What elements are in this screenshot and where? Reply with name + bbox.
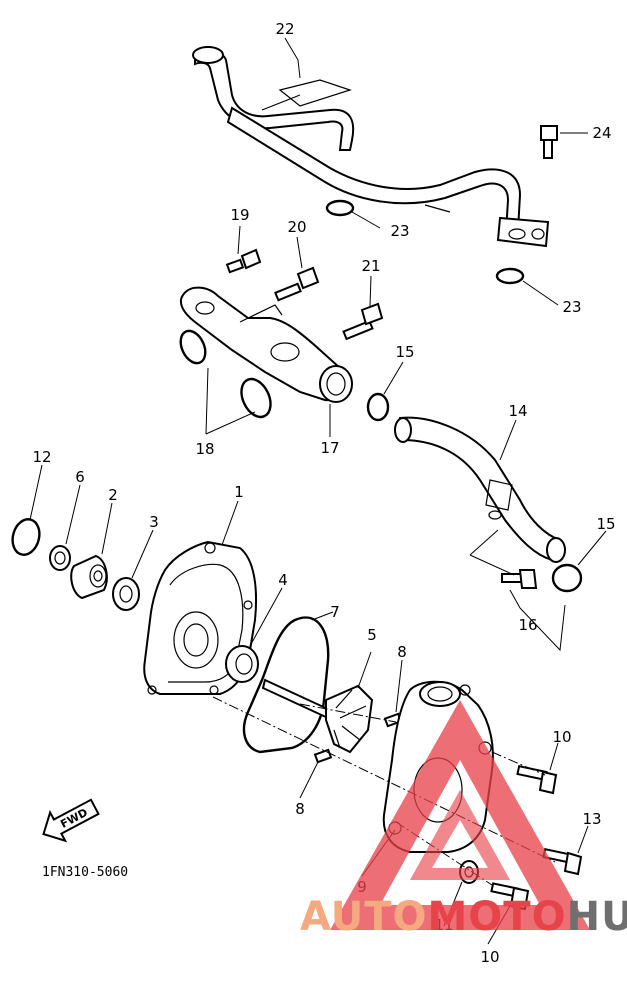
callout-labels: 22 24 23 23 19 20 21 15 18 17 14 12 6 2 … bbox=[32, 20, 615, 966]
callout-17: 17 bbox=[320, 439, 339, 457]
callout-21: 21 bbox=[361, 257, 380, 275]
forward-direction-arrow: FWD bbox=[42, 798, 100, 843]
part-5-impeller bbox=[261, 678, 374, 754]
callout-1: 1 bbox=[234, 483, 244, 501]
part-15-o-ring-lower bbox=[551, 563, 583, 593]
callout-18: 18 bbox=[195, 440, 214, 458]
watermark-moto: MOTO bbox=[428, 894, 567, 940]
callout-6: 6 bbox=[75, 468, 85, 486]
watermark-auto: AUTO bbox=[300, 894, 428, 940]
watermark-hub: HUB bbox=[567, 894, 627, 940]
leader-lines bbox=[29, 37, 607, 945]
part-23-o-ring-upper bbox=[325, 199, 355, 217]
part-15-o-ring-upper bbox=[366, 392, 390, 422]
automotohub-watermark-text: AUTOMOTOHUB bbox=[300, 894, 627, 940]
diagram-code: 1FN310-5060 bbox=[42, 865, 128, 880]
part-14-hose bbox=[394, 416, 566, 563]
part-12-circlip bbox=[11, 518, 41, 556]
callout-15-upper: 15 bbox=[395, 343, 414, 361]
callout-23-upper: 23 bbox=[390, 222, 409, 240]
part-3-oil-seal bbox=[112, 577, 140, 611]
part-22-water-pipe bbox=[192, 46, 550, 248]
callout-8-upper: 8 bbox=[397, 643, 407, 661]
callout-10-lower: 10 bbox=[480, 948, 499, 966]
part-17-pipe-joint bbox=[179, 286, 353, 403]
part-2-bearing bbox=[70, 554, 108, 600]
callout-22: 22 bbox=[275, 20, 294, 38]
callout-13: 13 bbox=[582, 810, 601, 828]
svg-text:AUTOMOTOHUB: AUTOMOTOHUB bbox=[300, 894, 627, 940]
part-4-mechanical-seal bbox=[225, 645, 259, 683]
callout-20: 20 bbox=[287, 218, 306, 236]
part-23-o-ring-lower bbox=[495, 267, 525, 285]
callout-15-lower: 15 bbox=[596, 515, 615, 533]
callout-19: 19 bbox=[230, 206, 249, 224]
callout-5: 5 bbox=[367, 626, 377, 644]
part-10-bolt-upper bbox=[516, 764, 558, 795]
part-18-o-ring-a bbox=[179, 329, 207, 365]
part-20-bolt bbox=[274, 266, 320, 302]
part-21-bolt bbox=[342, 302, 384, 341]
part-7-gasket bbox=[242, 616, 330, 754]
callout-7: 7 bbox=[330, 603, 340, 621]
part-16-bolt bbox=[501, 569, 538, 589]
callout-10-upper: 10 bbox=[552, 728, 571, 746]
part-24-bolt bbox=[540, 125, 558, 159]
part-18-o-ring-b bbox=[240, 377, 272, 419]
callout-23-lower: 23 bbox=[562, 298, 581, 316]
callout-16: 16 bbox=[518, 616, 537, 634]
callout-4: 4 bbox=[278, 571, 288, 589]
callout-2: 2 bbox=[108, 486, 118, 504]
automotohub-watermark-logo bbox=[330, 700, 590, 930]
callout-12: 12 bbox=[32, 448, 51, 466]
callout-24: 24 bbox=[592, 124, 611, 142]
part-19-bolt bbox=[225, 248, 262, 274]
callout-14: 14 bbox=[508, 402, 527, 420]
part-6-seal bbox=[49, 545, 71, 571]
callout-8-lower: 8 bbox=[295, 800, 305, 818]
part-8-dowel-pin-lower bbox=[313, 748, 333, 764]
callout-3: 3 bbox=[149, 513, 159, 531]
